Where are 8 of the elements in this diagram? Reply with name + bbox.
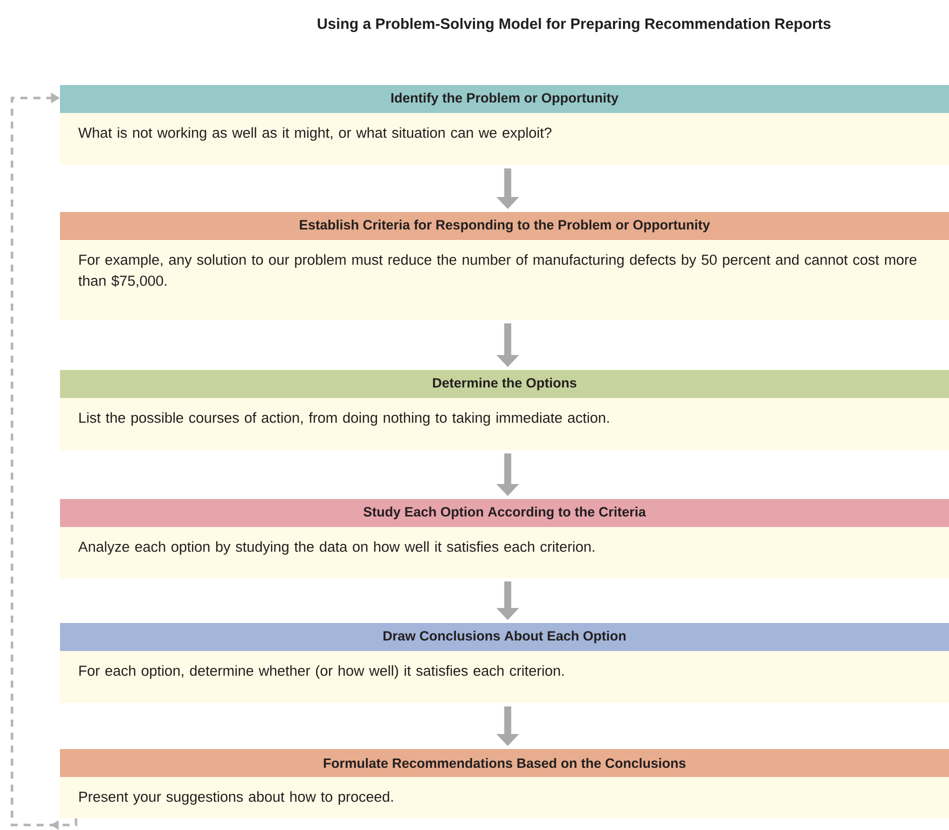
feedback-arrow — [10, 92, 78, 830]
step-box: Identify the Problem or Opportunity What is not working as well as it might, or what situation can we exploit? — [60, 85, 949, 165]
step-box: Study Each Option According to the Criteria Analyze each option by studying the data on how well it satisfies each criterion. — [60, 499, 949, 578]
step-box: Formulate Recommendations Based on the Conclusions Present your suggestions about how to proceed. — [60, 749, 949, 818]
title: Using a Problem-Solving Model for Preparing Recommendation Reports — [318, 18, 830, 32]
step-box: Determine the Options List the possible courses of action, from doing nothing to taking immediate action. — [60, 370, 949, 450]
step-box: Draw Conclusions About Each Option For each option, determine whether (or how well) it satisfies each criterion. — [60, 623, 949, 703]
step-box: Establish Criteria for Responding to the Problem or Opportunity For example, any solution to our problem must reduce the number of manufacturing defects by 50 percent and cannot cost more than $75,000. — [60, 212, 949, 320]
